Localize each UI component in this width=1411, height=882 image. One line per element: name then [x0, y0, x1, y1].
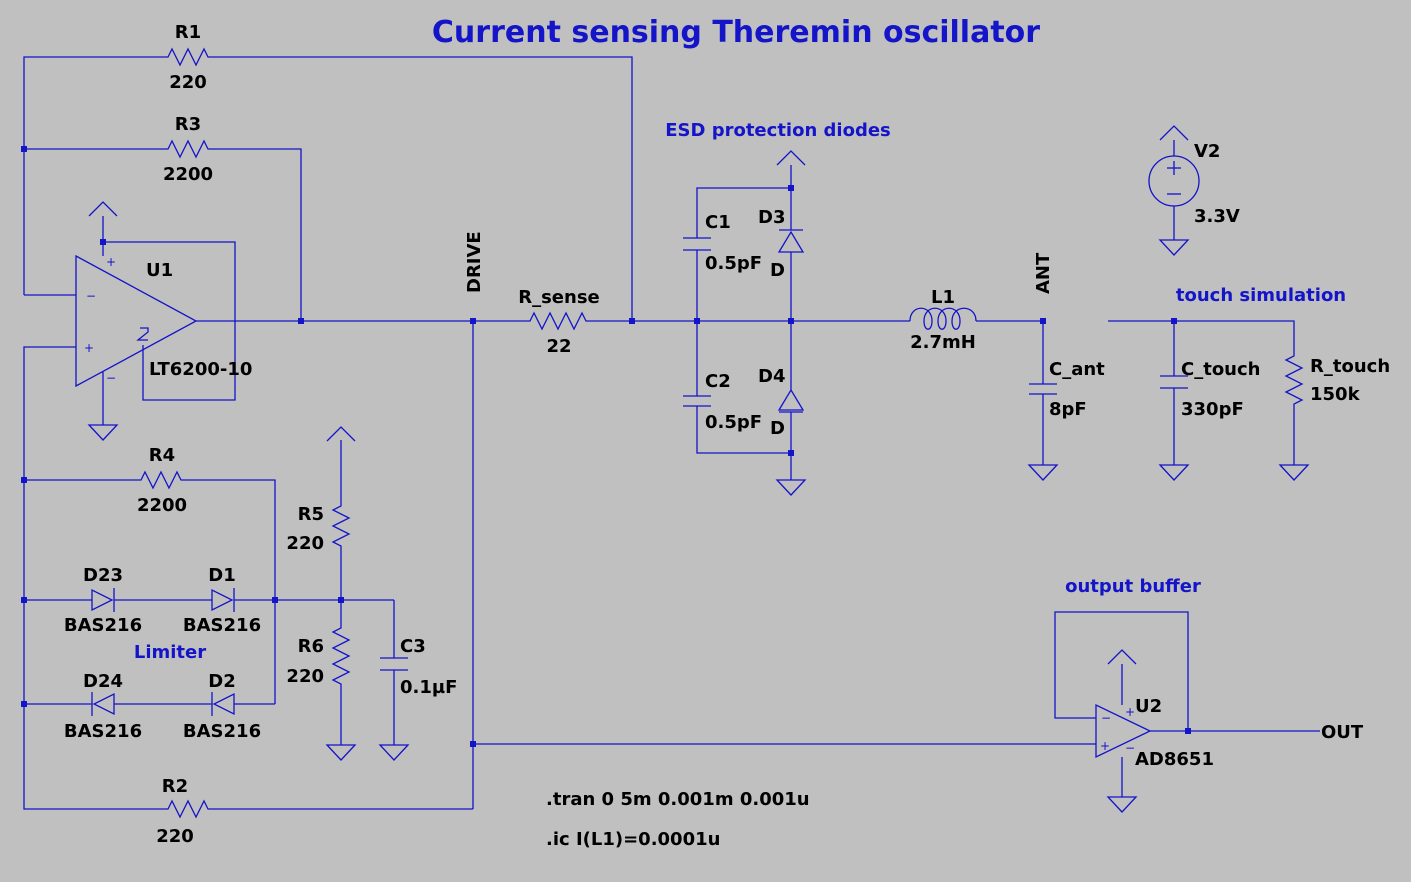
- net-label-out: OUT: [1321, 722, 1364, 743]
- buffer-comment: output buffer: [1065, 576, 1201, 597]
- capacitor-c2[interactable]: [683, 395, 711, 407]
- resistor-r4[interactable]: [135, 470, 187, 490]
- c1-value: 0.5pF: [705, 253, 762, 274]
- c1-name: C1: [705, 212, 731, 233]
- diode-d4[interactable]: [777, 388, 805, 413]
- svg-text:+: +: [106, 255, 116, 269]
- u1-name: U1: [146, 260, 173, 281]
- r-sense-value: 22: [546, 336, 571, 357]
- d3-name: D3: [758, 207, 785, 228]
- svg-text:−: −: [86, 289, 96, 303]
- r3-value: 2200: [163, 164, 213, 185]
- esd-comment: ESD protection diodes: [665, 120, 891, 141]
- capacitor-c1[interactable]: [683, 237, 711, 251]
- resistor-r1[interactable]: [162, 47, 214, 67]
- d4-value: D: [770, 418, 785, 439]
- v2-value: 3.3V: [1194, 206, 1240, 227]
- svg-text:−: −: [106, 371, 116, 385]
- u2-name: U2: [1135, 696, 1162, 717]
- d24-value: BAS216: [64, 721, 142, 742]
- resistor-r5[interactable]: [331, 500, 351, 555]
- r1-value: 220: [169, 72, 207, 93]
- d1-name: D1: [208, 565, 235, 586]
- resistor-r-touch[interactable]: [1284, 352, 1304, 408]
- directive-ic[interactable]: .ic I(L1)=0.0001u: [546, 829, 720, 850]
- supply-arrows: [88, 125, 1189, 665]
- svg-text:+: +: [84, 341, 94, 355]
- inductor-l1[interactable]: [909, 307, 977, 330]
- opamp-u2[interactable]: − + + −: [1095, 703, 1152, 759]
- d2-value: BAS216: [183, 721, 261, 742]
- r5-value: 220: [286, 533, 324, 554]
- r-sense-name: R_sense: [518, 287, 600, 308]
- ground-symbols: [87, 239, 1310, 813]
- u1-value: LT6200-10: [149, 359, 252, 380]
- diode-d23[interactable]: [91, 588, 115, 612]
- r6-name: R6: [298, 636, 324, 657]
- r2-name: R2: [162, 776, 188, 797]
- d23-name: D23: [83, 565, 123, 586]
- r5-name: R5: [298, 504, 324, 525]
- resistor-r2[interactable]: [162, 799, 214, 819]
- c2-name: C2: [705, 371, 731, 392]
- d3-value: D: [770, 260, 785, 281]
- c-touch-value: 330pF: [1181, 399, 1244, 420]
- r6-value: 220: [286, 666, 324, 687]
- r2-value: 220: [156, 826, 194, 847]
- v2-name: V2: [1194, 141, 1220, 162]
- d2-name: D2: [208, 671, 235, 692]
- d4-name: D4: [758, 366, 785, 387]
- capacitor-c3[interactable]: [380, 657, 408, 671]
- net-label-ant: ANT: [1033, 252, 1054, 294]
- r1-name: R1: [175, 22, 201, 43]
- r-touch-value: 150k: [1310, 384, 1361, 405]
- d23-value: BAS216: [64, 615, 142, 636]
- r4-value: 2200: [137, 495, 187, 516]
- c3-name: C3: [400, 636, 426, 657]
- r3-name: R3: [175, 114, 201, 135]
- c3-value: 0.1µF: [400, 677, 457, 698]
- resistor-r-sense[interactable]: [520, 311, 598, 331]
- c-ant-name: C_ant: [1049, 359, 1105, 380]
- svg-text:−: −: [1101, 711, 1111, 725]
- l1-value: 2.7mH: [910, 332, 976, 353]
- diode-d24[interactable]: [91, 692, 115, 716]
- svg-text:+: +: [1100, 739, 1110, 753]
- touch-comment: touch simulation: [1176, 285, 1346, 306]
- l1-name: L1: [931, 287, 955, 308]
- svg-text:+: +: [1125, 705, 1135, 719]
- schematic-title: Current sensing Theremin oscillator: [432, 15, 1040, 50]
- d1-value: BAS216: [183, 615, 261, 636]
- voltage-source-v2[interactable]: [1148, 155, 1200, 207]
- diode-d2[interactable]: [211, 692, 235, 716]
- diode-d1[interactable]: [211, 588, 235, 612]
- r-touch-name: R_touch: [1310, 356, 1390, 377]
- c-touch-name: C_touch: [1181, 359, 1260, 380]
- net-label-drive: DRIVE: [464, 231, 485, 293]
- capacitor-c-touch[interactable]: [1160, 375, 1188, 389]
- diode-d3[interactable]: [777, 229, 805, 253]
- wires: [23, 56, 1320, 810]
- junction-dots: [21, 146, 1191, 747]
- resistor-r6[interactable]: [331, 622, 351, 690]
- svg-text:−: −: [1125, 741, 1135, 755]
- limiter-comment: Limiter: [134, 642, 206, 663]
- capacitor-c-ant[interactable]: [1029, 383, 1057, 395]
- resistor-r3[interactable]: [162, 139, 214, 159]
- d24-name: D24: [83, 671, 123, 692]
- directive-tran[interactable]: .tran 0 5m 0.001m 0.001u: [546, 789, 810, 810]
- c2-value: 0.5pF: [705, 412, 762, 433]
- r4-name: R4: [149, 445, 175, 466]
- c-ant-value: 8pF: [1049, 399, 1087, 420]
- u2-value: AD8651: [1135, 749, 1214, 770]
- opamp-u1[interactable]: − + + −: [75, 254, 198, 388]
